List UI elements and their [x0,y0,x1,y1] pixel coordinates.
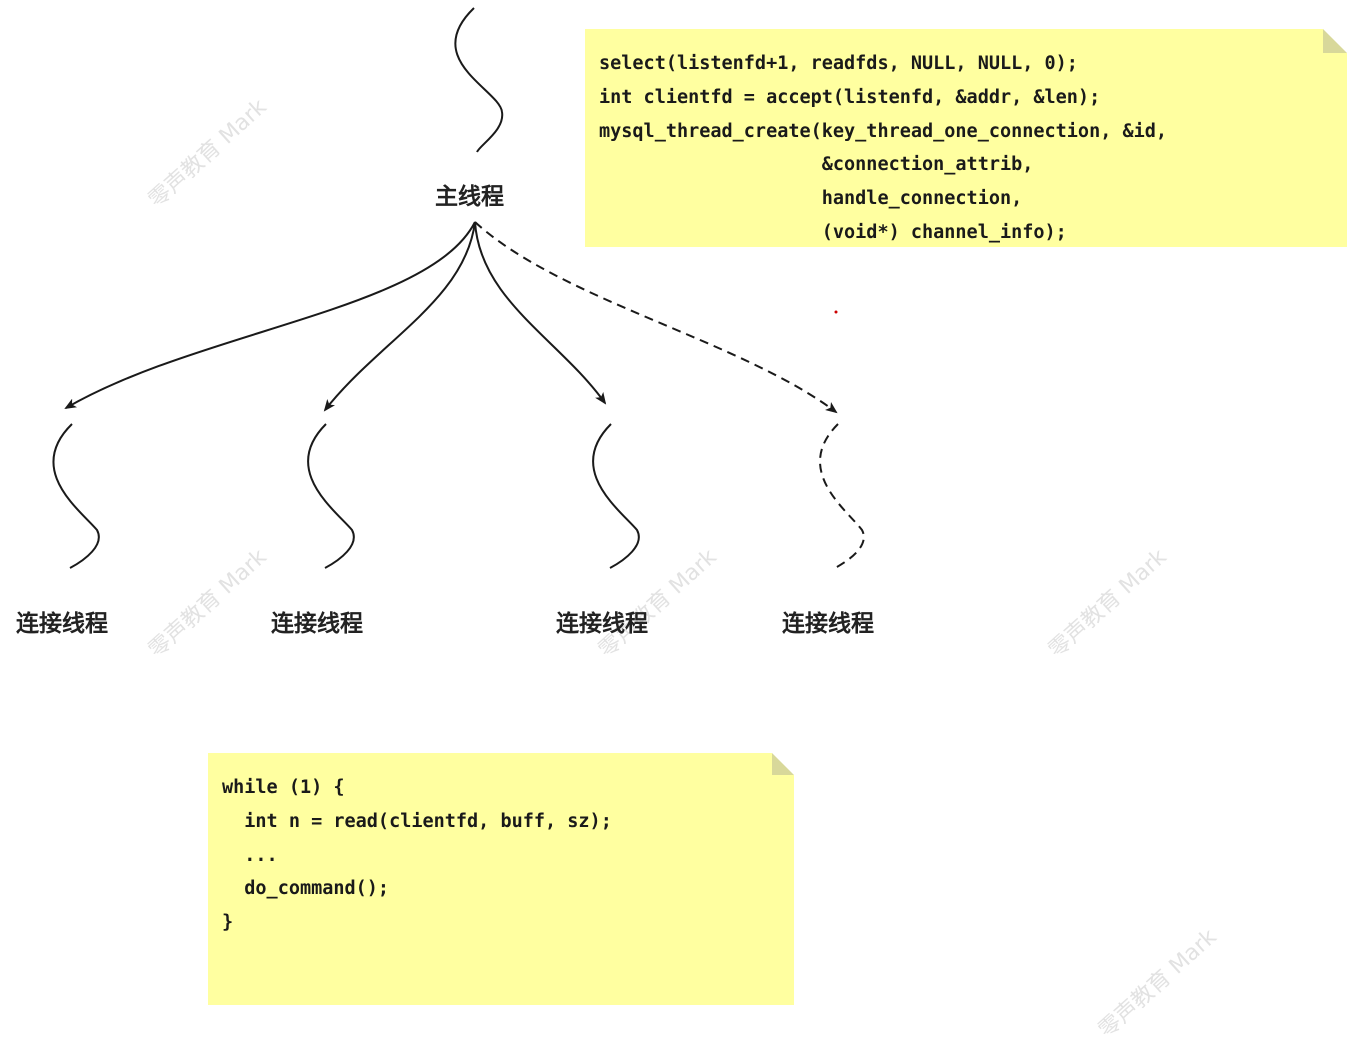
code-line: handle_connection, [599,188,1023,210]
arrow-to-thread-2 [323,221,476,412]
red-dot-marker [834,310,838,314]
code-line: (void*) channel_info); [599,221,1067,243]
connection-thread-2-label: 连接线程 [271,611,363,637]
arrow-to-thread-4 [474,221,838,414]
arrow-to-thread-3 [474,221,607,405]
code-line: &connection_attrib, [599,154,1034,176]
connection-loop-code: while (1) { int n = read(clientfd, buff,… [222,771,794,940]
connection-thread-3-label: 连接线程 [556,611,648,637]
connection-thread-1-squiggle [52,423,100,569]
code-line: } [222,912,234,934]
main-thread-squiggle [454,7,504,153]
code-line: do_command(); [222,878,390,900]
code-line: while (1) { [222,777,345,798]
connection-thread-1-label: 连接线程 [16,611,108,637]
connection-loop-code-note: while (1) { int n = read(clientfd, buff,… [208,753,794,1005]
main-thread-code: select(listenfd+1, readfds, NULL, NULL, … [599,47,1347,250]
connection-thread-4-label: 连接线程 [782,611,874,637]
connection-thread-2-squiggle [307,423,355,569]
main-thread-code-note: select(listenfd+1, readfds, NULL, NULL, … [585,29,1347,247]
code-line: select(listenfd+1, readfds, NULL, NULL, … [599,53,1078,74]
note-fold-corner [772,753,794,775]
main-thread-label: 主线程 [435,184,504,210]
note-fold-corner [1323,29,1347,53]
connection-thread-4-squiggle [819,423,865,569]
code-line: mysql_thread_create(key_thread_one_conne… [599,120,1168,142]
arrow-to-thread-1 [64,221,476,410]
code-line: ... [222,844,278,866]
diagram-canvas [52,7,865,569]
code-line: int n = read(clientfd, buff, sz); [222,810,612,832]
code-line: int clientfd = accept(listenfd, &addr, &… [599,86,1101,108]
connection-thread-3-squiggle [592,423,640,569]
